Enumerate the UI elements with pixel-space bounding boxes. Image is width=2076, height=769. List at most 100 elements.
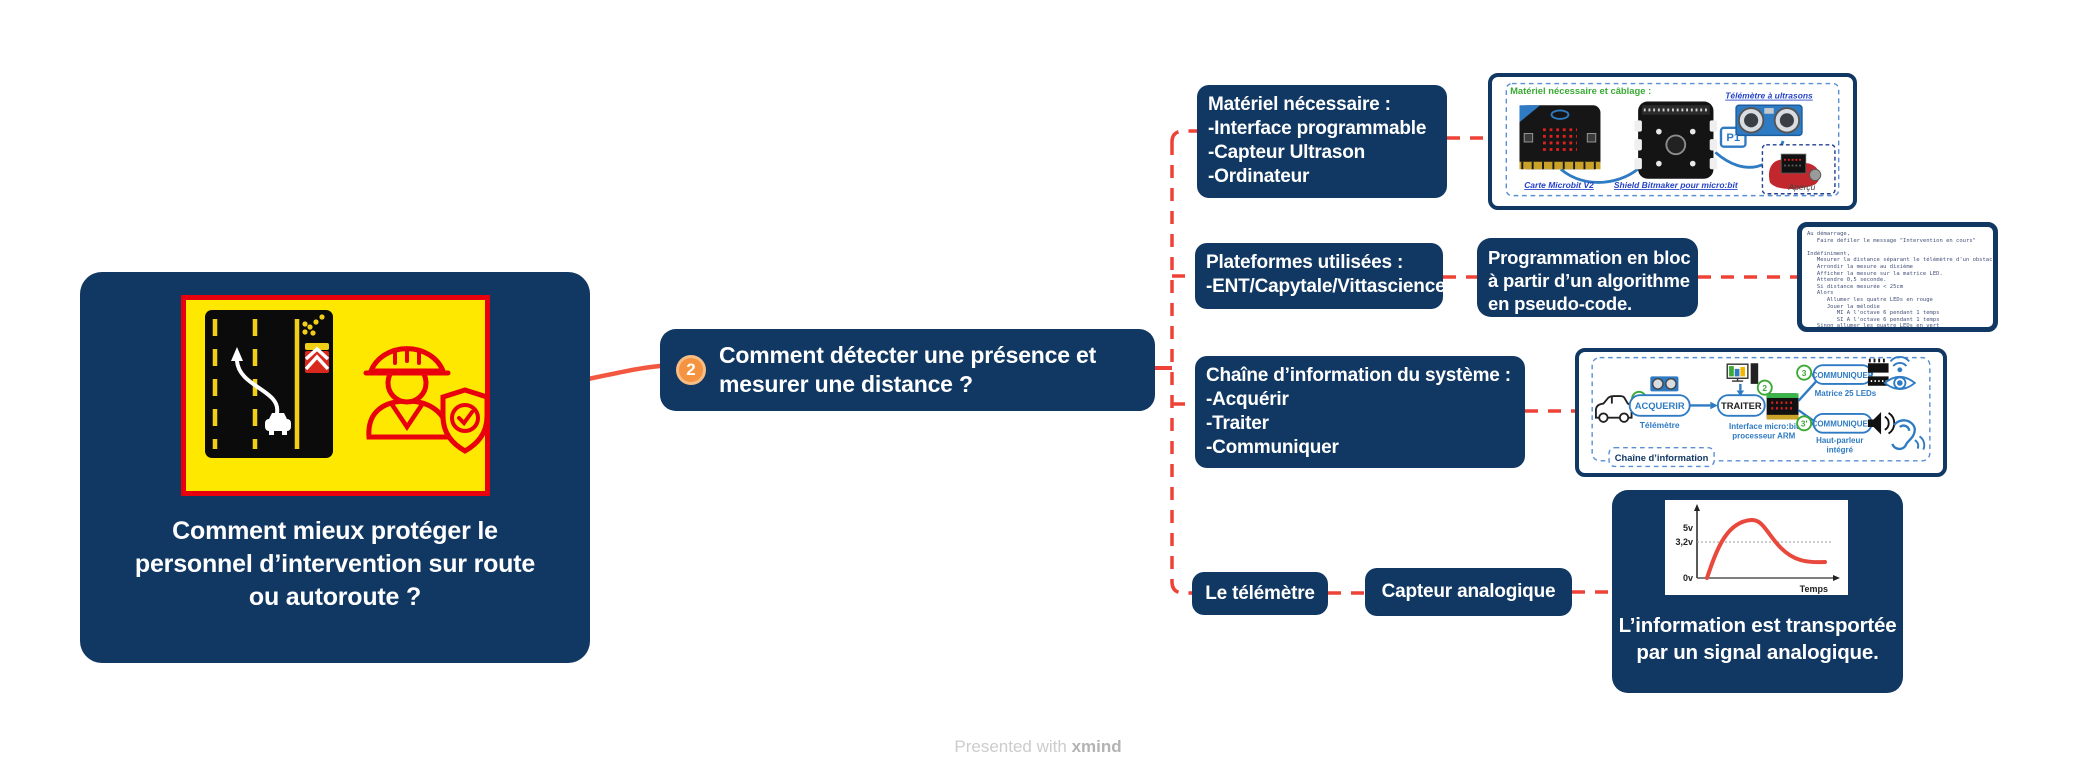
- arrowhead: [1736, 390, 1745, 397]
- communiquer1-box: [1812, 364, 1873, 385]
- shield-label: Shield Bitmaker pour micro:bit: [1614, 180, 1739, 190]
- apercu-preview-box: Aperçu: [1761, 144, 1836, 195]
- connector-branch-telemetre: [1170, 581, 1192, 595]
- topic-programmation[interactable]: Programmation en bloc à partir d’un algo…: [1477, 238, 1698, 317]
- numbered-badge: 2: [676, 355, 706, 385]
- root-topic[interactable]: Comment mieux protéger le personnel d’in…: [80, 272, 590, 663]
- analog-signal-graph: 5v 3,2v 0v Temps: [1665, 500, 1848, 595]
- interface-label-1: Interface micro:bit: [1729, 422, 1799, 431]
- step4-number: 3': [1801, 419, 1808, 429]
- y-axis-arrow: [1694, 504, 1700, 511]
- works-truck: [304, 343, 330, 373]
- ultrasonic-sensor: [1735, 104, 1803, 137]
- code-line: Alors: [1807, 290, 1834, 297]
- communiquer1-label: COMMUNIQUER: [1812, 371, 1874, 380]
- code-line: Faire défiler le message "Intervention e…: [1807, 237, 1976, 244]
- chaine-information-diagram: 1 ACQUERIR Télémètre 2: [1591, 356, 1931, 468]
- tick-5v: 5v: [1683, 523, 1693, 533]
- sensor-mini-icon: [1650, 376, 1679, 392]
- step3-badge: [1796, 364, 1813, 381]
- acquerir-box: [1628, 394, 1691, 417]
- analog-curve: [1705, 518, 1827, 580]
- x-axis-arrow: [1833, 575, 1840, 581]
- arrowhead: [1710, 401, 1718, 410]
- branch-chaine-information[interactable]: Chaîne d’information du système : -Acqué…: [1195, 356, 1525, 468]
- wifi-icon: [1889, 356, 1910, 373]
- footer-prefix: Presented with: [954, 737, 1072, 756]
- eye-icon: [1883, 375, 1917, 390]
- code-line: MI A l'octave 6 pendant 1 temps: [1807, 310, 1940, 317]
- tick-0v: 0v: [1683, 573, 1693, 583]
- x-axis-label: Temps: [1800, 584, 1828, 594]
- road-sign-panel: [205, 310, 333, 458]
- code-line: Si distance mesurée < 25cm: [1807, 283, 1904, 290]
- svg-text:Chaîne d’information: Chaîne d’information: [1615, 453, 1709, 463]
- pseudocode-image[interactable]: Au démarrage, Faire défiler le message "…: [1797, 222, 1998, 332]
- code-line: Mesurer la distance séparant le télémètr…: [1807, 257, 1998, 264]
- image-title: Matériel nécessaire et câblage :: [1510, 85, 1651, 96]
- code-line: [1807, 244, 1988, 251]
- code-line: Arrondir la mesure au dixième: [1807, 263, 1913, 270]
- step2-badge: [1756, 379, 1773, 396]
- central-topic[interactable]: 2 Comment détecter une présence et mesur…: [660, 329, 1155, 411]
- code-line: Afficher la mesure sur la matrice LED.: [1807, 270, 1943, 277]
- branch-telemetre[interactable]: Le télémètre: [1192, 572, 1328, 615]
- interface-label-2: processeur ARM: [1732, 431, 1795, 440]
- computer-icon: [1726, 363, 1759, 384]
- traiter-box: [1716, 394, 1766, 417]
- materiel-cablage-image[interactable]: Matériel nécessaire et câblage :: [1488, 73, 1857, 210]
- presented-with-footer: Presented with xmind: [0, 737, 2076, 757]
- code-line: Attendre 0,5 seconde.: [1807, 277, 1887, 284]
- step3-number: 3: [1802, 368, 1807, 378]
- code-line: Au démarrage,: [1807, 231, 1851, 237]
- ear-icon: [1891, 419, 1926, 450]
- microbit-board: [1519, 105, 1601, 170]
- diagram-caption: Chaîne d’information: [1608, 446, 1715, 468]
- signal-topic-text: L’information est transportée par un sig…: [1618, 614, 1897, 664]
- hautparleur-label-2: intégré: [1827, 445, 1854, 454]
- central-topic-text: Comment détecter une présence et mesurer…: [719, 342, 1097, 397]
- tick-3-2v: 3,2v: [1675, 537, 1693, 547]
- hautparleur-label-1: Haut-parleur: [1816, 436, 1863, 445]
- sensor-label: Télémètre à ultrasons: [1725, 91, 1813, 101]
- microbit-mini-icon: [1766, 393, 1799, 420]
- root-topic-text: Comment mieux protéger le personnel d’in…: [134, 517, 536, 611]
- code-line: Sinon allumer les quatre LEDs en vert: [1807, 323, 1940, 330]
- lane-change-arrow: [231, 347, 280, 415]
- code-line: Jouer la mélodie: [1807, 303, 1880, 310]
- signal-curve-chart: 5v 3,2v 0v Temps: [1675, 504, 1840, 594]
- road-worker-image[interactable]: [181, 295, 490, 496]
- road-worker-illustration: [181, 295, 490, 496]
- chevron-light-arrow: [302, 314, 325, 336]
- materiel-cablage-illustration: Matériel nécessaire et câblage :: [1505, 82, 1840, 197]
- shield-bitmaker-board: [1634, 101, 1718, 179]
- car-icon: [1594, 395, 1633, 423]
- preview-label: Aperçu: [1788, 182, 1816, 192]
- code-line: Allumer les quatre LEDs en rouge: [1807, 296, 1933, 303]
- topic-signal-analogique[interactable]: 5v 3,2v 0v Temps L’information est trans…: [1612, 490, 1903, 693]
- branch-plateformes[interactable]: Plateformes utilisées : -ENT/Capytale/Vi…: [1195, 243, 1446, 309]
- connector-branch-materiel: [1170, 129, 1197, 143]
- step4-badge: [1796, 415, 1813, 432]
- xmind-brand: xmind: [1071, 737, 1122, 756]
- arrow-traiter-comm1: [1797, 379, 1819, 402]
- inner-dashed-border: [1591, 356, 1931, 462]
- branch-materiel[interactable]: Matériel nécessaire : -Interface program…: [1197, 85, 1447, 198]
- acquerir-label: ACQUERIR: [1635, 401, 1685, 411]
- matrice-label: Matrice 25 LEDs: [1815, 389, 1877, 398]
- connector-root-central: [585, 363, 663, 382]
- shield-check-icon: [440, 387, 490, 454]
- telemetre-label: Télémètre: [1640, 420, 1680, 430]
- traiter-label: TRAITER: [1721, 401, 1762, 411]
- code-line: Indéfiniment,: [1807, 250, 1851, 257]
- speaker-icon: [1867, 412, 1896, 435]
- topic-capteur-analogique[interactable]: Capteur analogique: [1365, 568, 1572, 616]
- communiquer2-label: COMMUNIQUER: [1812, 420, 1874, 429]
- microbit-label: Carte Microbit V2: [1524, 180, 1594, 190]
- step2-number: 2: [1762, 383, 1767, 393]
- code-line: SI A l'octave 6 pendant 1 temps: [1807, 316, 1940, 323]
- worker-icon: [363, 346, 490, 454]
- chaine-information-image[interactable]: 1 ACQUERIR Télémètre 2: [1575, 348, 1947, 477]
